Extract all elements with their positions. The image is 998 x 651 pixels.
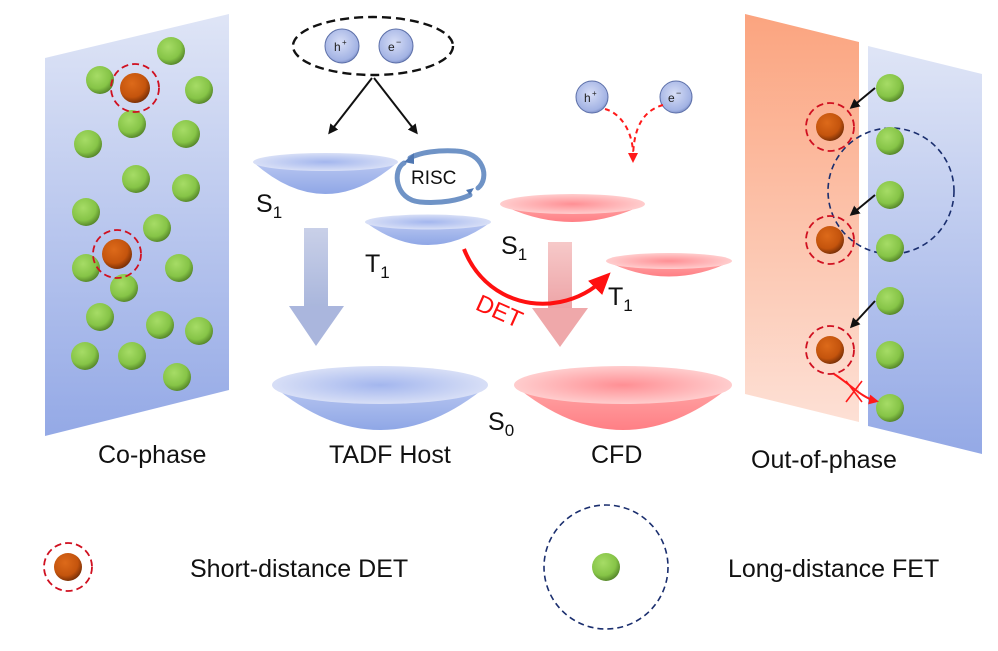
host-s1-level: [253, 153, 398, 194]
host-molecule: [118, 110, 146, 138]
host-molecule: [876, 341, 904, 369]
host-t1-level: [365, 214, 491, 245]
host-molecule: [185, 317, 213, 345]
exciton-dashed-ellipse: [291, 15, 455, 77]
legend: Short-distance DET Long-distance FET: [43, 504, 939, 630]
det-label: DET: [472, 290, 527, 334]
host-molecule: [172, 174, 200, 202]
host-molecule: [71, 342, 99, 370]
host-molecule: [74, 130, 102, 158]
electron-label: e: [388, 40, 395, 54]
host-molecule: [876, 74, 904, 102]
det-arrow: [462, 248, 611, 306]
host-molecule: [72, 254, 100, 282]
long-range-dashed-circle: [827, 127, 955, 255]
out-of-phase-label: Out-of-phase: [751, 446, 897, 474]
legend-long-distance-icon: [543, 504, 669, 630]
out-phase-dopant-1: [805, 102, 855, 152]
dopant-molecule: [102, 239, 132, 269]
cfd-s1-label: S1: [501, 232, 527, 264]
electron-charge: −: [676, 88, 681, 98]
transfer-arrow: [849, 87, 876, 109]
out-phase-dopant-3: [805, 325, 855, 375]
electron-carrier: e −: [378, 28, 414, 64]
out-phase-dopant-2: [805, 215, 855, 265]
host-molecule: [110, 274, 138, 302]
co-phase-label: Co-phase: [98, 441, 206, 469]
host-molecule: [86, 66, 114, 94]
co-phase-dopant-1: [110, 63, 160, 113]
cfd-s0-level: [514, 366, 732, 430]
host-molecule: [172, 120, 200, 148]
host-decay-arrow: [289, 228, 344, 346]
hole-label: h: [584, 91, 591, 105]
legend-short-distance-icon: [43, 542, 93, 592]
hole-charge: +: [592, 89, 597, 98]
transfer-arrow: [849, 194, 876, 216]
cfd-decay-arrow: [532, 242, 588, 347]
host-molecule: [876, 287, 904, 315]
host-molecule: [118, 342, 146, 370]
host-molecule: [165, 254, 193, 282]
host-molecule: [72, 198, 100, 226]
short-range-dashed-circle: [110, 63, 160, 113]
host-t1-label: T1: [365, 250, 390, 282]
hole-carrier: h +: [324, 28, 360, 64]
cfd-t1-level: [606, 253, 732, 277]
host-molecule: [86, 303, 114, 331]
electron-charge: −: [396, 37, 401, 47]
cfd-label: CFD: [591, 441, 642, 469]
direct-trap-path-electron: [628, 104, 664, 163]
to-s1-arrow: [328, 77, 373, 135]
out-of-phase-panel: Out-of-phase: [745, 14, 982, 474]
risc-cycle-icon: [394, 148, 487, 205]
host-molecule: [876, 181, 904, 209]
host-molecule: [146, 311, 174, 339]
legend-long-distance-label: Long-distance FET: [728, 555, 939, 583]
co-phase-slab: [45, 14, 229, 436]
transfer-arrow: [849, 300, 876, 329]
s0-label: S0: [488, 408, 514, 440]
dopant-slab: [745, 14, 859, 422]
host-molecule: [163, 363, 191, 391]
host-molecule: [157, 37, 185, 65]
cfd-panel: h + e − S1 T1 DET: [462, 80, 732, 469]
tadf-host-label: TADF Host: [329, 441, 451, 469]
host-molecule: [876, 234, 904, 262]
host-molecule: [185, 76, 213, 104]
cfd-electron-carrier: e −: [659, 80, 693, 114]
cfd-s1-level: [500, 194, 645, 222]
electron-label: e: [668, 91, 675, 105]
hole-charge: +: [342, 38, 347, 47]
host-molecule: [876, 127, 904, 155]
risc-label: RISC: [411, 168, 456, 189]
cfd-hole-carrier: h +: [575, 80, 609, 114]
co-phase-dopant-2: [92, 229, 142, 279]
tadf-host-panel: h + e − S1 T1 RISC: [253, 15, 491, 469]
host-molecule: [143, 214, 171, 242]
direct-trap-path-hole: [604, 108, 634, 153]
dopant-molecule: [120, 73, 150, 103]
host-s1-label: S1: [256, 190, 282, 222]
co-phase-host-molecules: [71, 37, 213, 391]
host-molecule: [122, 165, 150, 193]
host-s0-level: [272, 366, 488, 430]
short-range-dashed-circle: [92, 229, 142, 279]
legend-short-distance-label: Short-distance DET: [190, 555, 408, 583]
to-t1-arrow: [373, 77, 418, 135]
hole-label: h: [334, 40, 341, 54]
co-phase-panel: Co-phase: [45, 14, 229, 469]
blocked-x-icon: [845, 380, 863, 403]
cfd-t1-label: T1: [608, 283, 633, 315]
host-molecule: [876, 394, 904, 422]
